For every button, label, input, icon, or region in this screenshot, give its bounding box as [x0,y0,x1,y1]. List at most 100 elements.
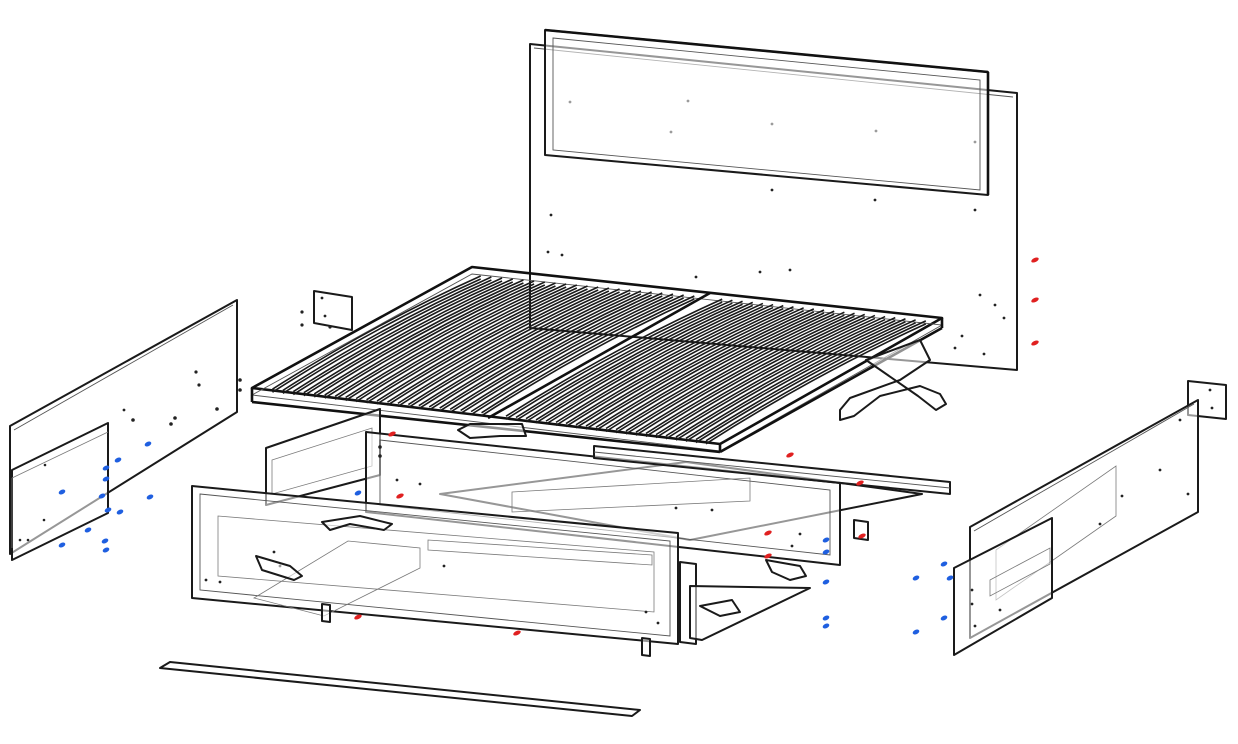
bed-slat [313,279,524,395]
bed-slat [387,286,599,403]
bed-slat [615,313,835,434]
bed-slat [505,301,723,420]
bed-slat [585,307,804,427]
fastener [1031,340,1039,346]
bed-slat [505,298,723,417]
fastener [146,494,154,500]
fastener [396,493,404,499]
fastener [764,530,772,536]
fastener [58,542,66,548]
bed-slat [292,277,503,393]
headboard-cushion [544,28,990,196]
bed-slat [449,295,663,413]
fastener [102,465,110,471]
bed-slat [555,306,774,427]
bed-slat [675,319,896,441]
bed-slat [334,284,546,400]
bed-slat [355,283,567,400]
bed-slat [387,289,599,406]
bed-slat [645,316,866,438]
bed-slat [470,294,684,413]
bed-slat [481,298,695,417]
bed-slat [303,281,514,397]
bed-slat [376,288,588,405]
fastener [940,561,948,567]
bed-slat [545,305,764,425]
fastener [513,630,521,636]
fastener [822,623,830,629]
fastener [940,615,948,621]
bed-slat [481,295,695,414]
bed-slat [615,310,835,431]
fastener [822,615,830,621]
slats-left-half [272,275,695,417]
bed-slat [635,312,855,433]
bed-slat [272,278,482,393]
bed-slat [345,285,556,402]
bed-slat [407,291,620,409]
front-trim-strip [159,661,641,717]
bed-slat [428,290,642,408]
bed-slat [376,285,588,402]
bed-slat [635,315,855,436]
bed-slat [515,299,733,419]
bed-slat [397,290,610,408]
fastener [912,629,920,635]
bed-slat [575,305,794,426]
fastener [388,431,396,437]
bed-slat [655,314,876,436]
bed-slat [565,304,784,425]
bed-slat [366,287,578,404]
bed-slat [685,317,906,439]
bed-slat [645,313,866,435]
fastener [1031,297,1039,303]
bed-slat [665,318,886,440]
bed-slat [334,281,546,397]
bed-slat [355,286,567,403]
bed-slat [595,308,815,428]
fastener [912,575,920,581]
bed-slat [397,287,610,405]
bed-slat [545,302,764,422]
bed-slat [555,303,774,424]
bed-slat [324,283,535,399]
bed-slat [428,293,642,411]
bed-slat [705,320,927,442]
bed-slat [535,304,754,424]
bed-slat [292,280,503,396]
bed-slat [439,291,652,409]
bed-slat [525,303,743,423]
fastener [58,489,66,495]
bed-slat [460,293,674,412]
fastener [856,480,864,486]
fastener [946,575,954,581]
bed-slat [418,289,631,407]
bed-slat [313,282,524,398]
bed-slat [605,309,825,430]
bed-slat [685,320,906,442]
bed-slat [470,297,684,416]
front-storage-box-panel [191,485,811,657]
bed-slat [595,311,815,431]
bed-slat [525,300,743,420]
bed-slat [695,322,916,444]
bed-slat [575,308,794,429]
bed-slat [407,288,620,406]
bed-slat [282,276,492,392]
bed-slat [324,280,535,396]
slats-right-half [505,298,927,445]
bed-slat [272,275,482,390]
bed-slat [439,294,652,412]
fastener [98,493,106,499]
bed-slat [460,296,674,415]
fastener [116,509,124,515]
fastener [822,549,830,555]
fastener [144,441,152,447]
fastener [822,579,830,585]
gas-lift-mechanism-left [255,515,807,617]
bed-slat [303,278,514,394]
fastener [764,553,772,559]
bed-slat [282,279,492,395]
